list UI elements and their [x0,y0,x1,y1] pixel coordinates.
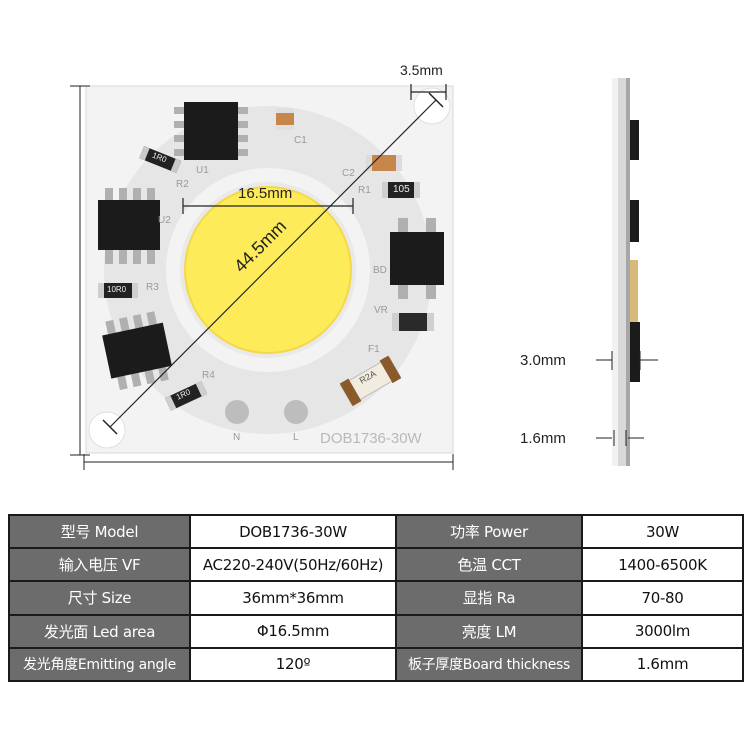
label-c2: C2 [342,168,355,179]
side-drawing [596,78,658,466]
label-bd: BD [373,265,387,276]
spec-value: 30W [581,513,744,550]
label-f1: F1 [368,344,380,355]
r3-code: 10R0 [107,285,127,294]
board-model-print: DOB1736-30W [320,430,422,447]
spec-value: AC220-240V(50Hz/60Hz) [189,547,397,583]
spec-label: 输入电压 VF [8,547,191,583]
r1-code: 105 [393,184,410,195]
led-area [185,187,351,353]
spec-label: 功率 Power [395,513,583,550]
pcb-drawing [70,84,454,470]
spec-label: 板子厚度Board thickness [395,646,583,683]
spec-label: 尺寸 Size [8,580,191,616]
led-width-dimension: 16.5mm [238,185,293,202]
spec-value: 1.6mm [581,646,744,683]
label-r2: R2 [176,179,189,190]
spec-label: 亮度 LM [395,613,583,649]
spec-value: 1400-6500K [581,547,744,583]
label-r4: R4 [202,370,215,381]
label-l: L [293,432,299,443]
gap-dimension: 3.5mm [400,62,443,78]
label-r1: R1 [358,185,371,196]
spec-label: 发光角度Emitting angle [8,646,191,683]
spec-value: 70-80 [581,580,744,616]
spec-value: 3000lm [581,613,744,649]
table-row: 型号 Model DOB1736-30W 功率 Power 30W [8,513,744,550]
spec-label: 发光面 Led area [8,613,191,649]
component-height-dimension: 3.0mm [520,352,566,369]
spec-label: 显指 Ra [395,580,583,616]
spec-table: 型号 Model DOB1736-30W 功率 Power 30W 输入电压 V… [8,513,744,683]
label-vr: VR [374,305,388,316]
spec-value: 36mm*36mm [189,580,397,616]
table-row: 发光面 Led area Φ16.5mm 亮度 LM 3000lm [8,613,744,649]
label-u1: U1 [196,165,209,176]
pcb-front-view: C1 U1 R2 C2 R1 U2 BD R3 VR F1 R4 N L 105… [0,0,470,475]
spec-label: 色温 CCT [395,547,583,583]
pcb-side-view: 3.0mm 1.6mm [500,60,720,480]
spec-value: 120º [189,646,397,683]
table-row: 尺寸 Size 36mm*36mm 显指 Ra 70-80 [8,580,744,616]
label-c1: C1 [294,135,307,146]
label-r3: R3 [146,282,159,293]
label-u2: U2 [158,215,171,226]
table-row: 输入电压 VF AC220-240V(50Hz/60Hz) 色温 CCT 140… [8,547,744,583]
spec-value: DOB1736-30W [189,513,397,550]
spec-label: 型号 Model [8,513,191,550]
spec-value: Φ16.5mm [189,613,397,649]
board-thickness-dimension: 1.6mm [520,430,566,447]
label-n: N [233,432,241,443]
table-row: 发光角度Emitting angle 120º 板子厚度Board thickn… [8,646,744,683]
